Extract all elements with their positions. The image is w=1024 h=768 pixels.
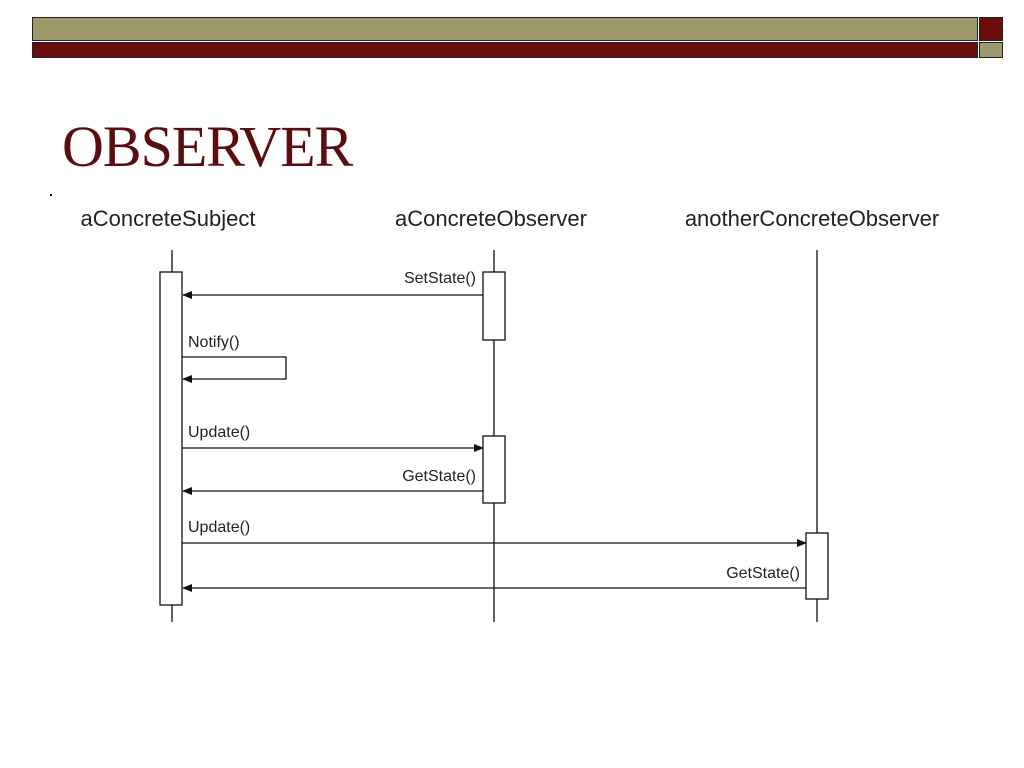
activation-subject [159,271,183,606]
header-corner-olive-square [979,42,1003,58]
activation-observer-1 [482,271,506,341]
object-name-observer: aConcreteObserver [395,206,587,231]
activation-observer-2 [482,435,506,504]
slide-title: OBSERVER [62,114,353,179]
message-label-set-state: SetState() [404,270,476,287]
message-arrow-notify [182,356,287,383]
header-band [0,0,1024,70]
header-olive-bar [32,17,978,41]
header-corner-red-square [979,17,1003,41]
message-label-update-2: Update() [188,519,250,536]
message-label-update-1: Update() [188,424,250,441]
activation-another-observer [805,532,829,600]
message-label-notify: Notify() [188,334,240,351]
stray-dot [50,194,52,196]
object-name-another-observer: anotherConcreteObserver [685,206,939,231]
object-name-subject: aConcreteSubject [81,206,256,231]
header-red-bar [32,42,978,58]
message-label-get-state-1: GetState() [402,468,476,485]
message-label-get-state-2: GetState() [726,565,800,582]
